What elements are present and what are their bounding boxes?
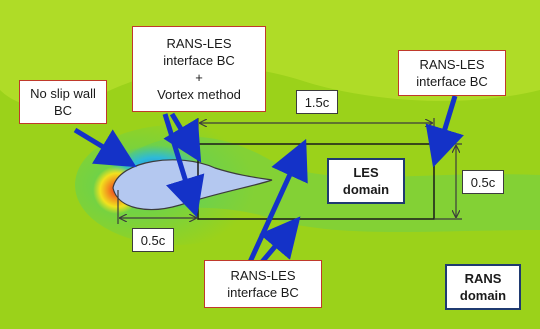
les-domain-line-2: domain xyxy=(342,182,390,197)
les-domain-line-1: LES xyxy=(353,165,379,180)
callout-no-slip-wall-line-1: No slip wall xyxy=(30,86,96,101)
dim-height-label: 0.5c xyxy=(462,170,504,194)
callout-right-line-2: interface BC xyxy=(416,74,488,89)
callout-vortex-line-3: + xyxy=(195,70,203,85)
callout-no-slip-wall-line-2: BC xyxy=(53,103,73,118)
callout-bottom-line-1: RANS-LES xyxy=(230,268,296,283)
callout-rans-les-bottom: RANS-LES interface BC xyxy=(204,260,322,308)
les-domain-label: LES domain xyxy=(327,158,405,204)
callout-no-slip-wall: No slip wall BC xyxy=(19,80,107,124)
rans-domain-line-2: domain xyxy=(459,288,507,303)
arrow-vortex-inlet-b xyxy=(162,113,205,218)
rans-domain-label: RANS domain xyxy=(445,264,521,310)
dim-length-label: 1.5c xyxy=(296,90,338,114)
callout-rans-les-vortex: RANS-LES interface BC + Vortex method xyxy=(132,26,266,112)
rans-domain-line-1: RANS xyxy=(464,271,502,286)
callout-rans-les-right: RANS-LES interface BC xyxy=(398,50,506,96)
arrow-right-interface xyxy=(425,95,464,168)
arrow-vortex-inlet-a xyxy=(163,112,202,163)
dim-offset-label: 0.5c xyxy=(132,228,174,252)
callout-vortex-line-2: interface BC xyxy=(163,53,235,68)
callout-bottom-line-2: interface BC xyxy=(227,285,299,300)
callout-vortex-line-4: Vortex method xyxy=(157,87,241,102)
callout-vortex-line-1: RANS-LES xyxy=(166,36,232,51)
arrow-bottom-interface-a xyxy=(247,138,308,264)
arrow-no-slip-wall xyxy=(73,127,137,168)
callout-right-line-1: RANS-LES xyxy=(419,57,485,72)
arrow-bottom-interface-b xyxy=(259,216,301,264)
